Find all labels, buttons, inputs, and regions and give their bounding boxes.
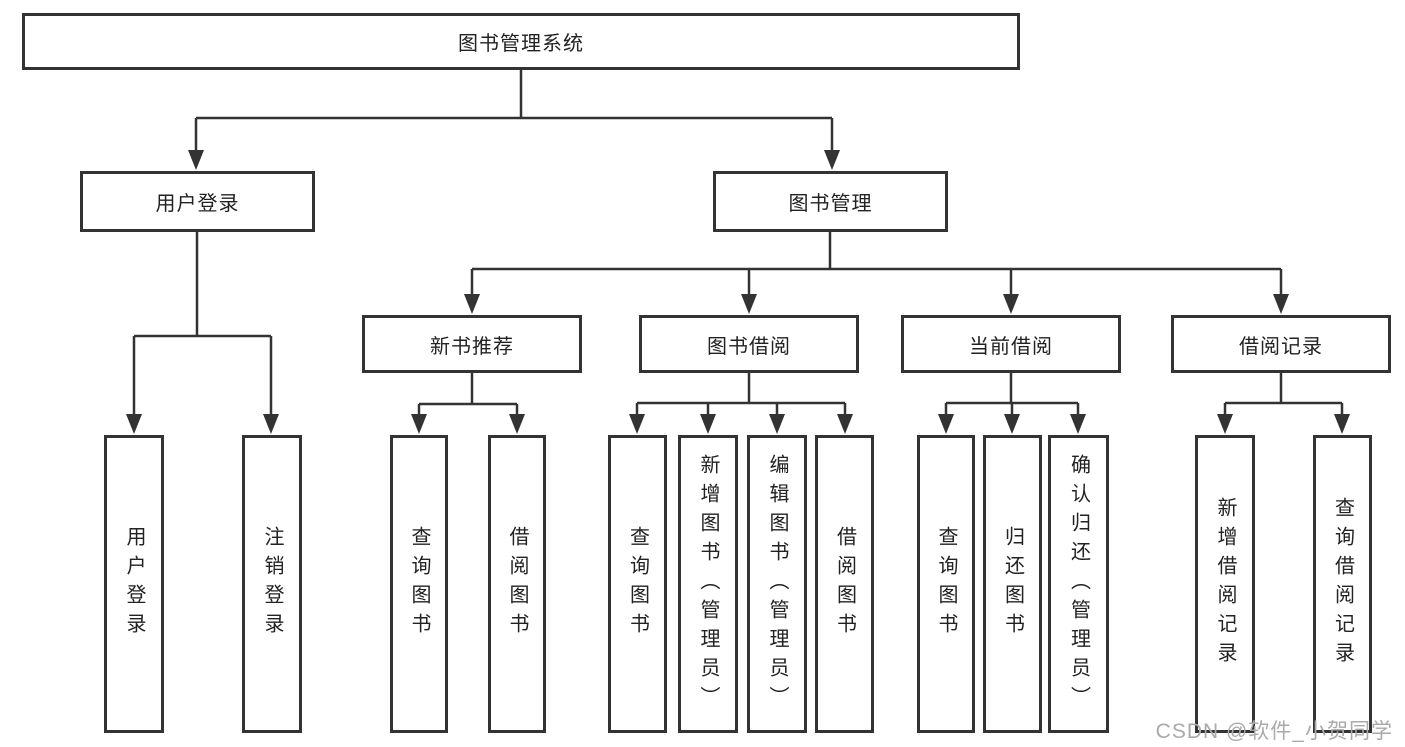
leaf-add-borrow-record: 新增借阅记录 — [1195, 435, 1255, 733]
leaf-label: 查询图书 — [408, 526, 430, 642]
node-label: 新书推荐 — [430, 335, 514, 358]
leaf-user-login: 用户登录 — [104, 435, 164, 733]
leaf-edit-books-admin: 编辑图书（管理员） — [747, 435, 807, 733]
leaf-query-borrow-record: 查询借阅记录 — [1313, 435, 1372, 733]
node-borrow-records: 借阅记录 — [1171, 315, 1391, 373]
leaf-label: 确认归还（管理员） — [1067, 453, 1090, 715]
node-label: 图书借阅 — [707, 335, 791, 358]
node-label: 图书管理系统 — [458, 33, 584, 55]
leaf-label: 查询图书 — [935, 526, 957, 642]
node-current-borrow: 当前借阅 — [901, 315, 1121, 373]
node-label: 用户登录 — [155, 193, 240, 215]
leaf-logout: 注销登录 — [242, 435, 302, 733]
leaf-borrow-books: 借阅图书 — [815, 435, 874, 733]
leaf-add-books-admin: 新增图书（管理员） — [678, 435, 738, 733]
leaf-label: 编辑图书（管理员） — [766, 453, 788, 715]
csdn-watermark: CSDN @软件_小贺同学 — [1155, 720, 1393, 743]
leaf-label: 归还图书 — [1001, 526, 1024, 642]
leaf-borrow-books-recommend: 借阅图书 — [488, 435, 546, 733]
leaf-label: 新增图书（管理员） — [697, 453, 719, 715]
leaf-label: 注销登录 — [261, 526, 283, 642]
leaf-label: 查询借阅记录 — [1331, 497, 1354, 671]
node-label: 借阅记录 — [1239, 335, 1323, 358]
leaf-return-books: 归还图书 — [983, 435, 1042, 733]
node-label: 图书管理 — [788, 193, 873, 215]
node-library-management-system: 图书管理系统 — [22, 13, 1020, 70]
node-book-borrow: 图书借阅 — [639, 315, 859, 373]
leaf-label: 新增借阅记录 — [1214, 497, 1236, 671]
leaf-query-books-recommend: 查询图书 — [390, 435, 448, 733]
leaf-query-books-current: 查询图书 — [917, 435, 975, 733]
node-label: 当前借阅 — [969, 335, 1053, 358]
leaf-label: 借阅图书 — [833, 526, 856, 642]
leaf-confirm-return-admin: 确认归还（管理员） — [1048, 435, 1109, 733]
leaf-query-books-borrow: 查询图书 — [608, 435, 667, 733]
leaf-label: 查询图书 — [626, 526, 649, 642]
leaf-label: 借阅图书 — [506, 526, 528, 642]
node-new-book-recommend: 新书推荐 — [362, 315, 582, 373]
node-book-management: 图书管理 — [713, 171, 948, 232]
node-user-login: 用户登录 — [80, 171, 315, 232]
leaf-label: 用户登录 — [123, 526, 145, 642]
